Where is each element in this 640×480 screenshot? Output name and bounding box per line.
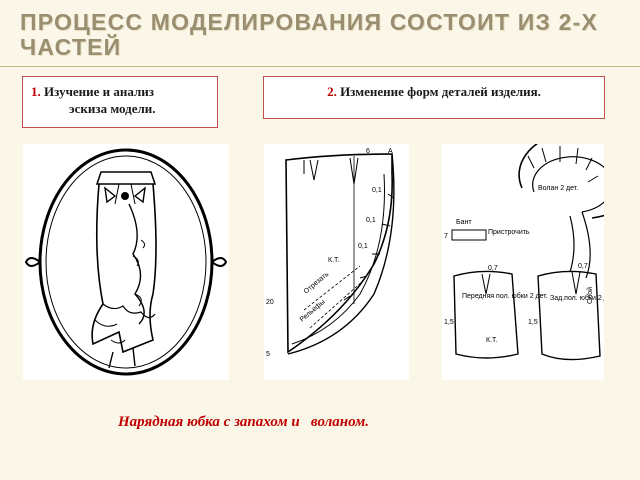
step-1-box: 1. Изучение и анализ эскиза модели. xyxy=(22,76,218,128)
skirt-sketch-image xyxy=(23,144,229,380)
slide-title: Процесс моделирования состоит из 2-х час… xyxy=(20,9,599,60)
label-flounce: Волан 2 дет. xyxy=(538,185,578,192)
label-zero-seven-1: 0,7 xyxy=(488,265,498,272)
flounce-pattern-image: Волан 2 дет. Бант Пристрочить 7 Передняя… xyxy=(442,144,604,380)
slide-caption: Нарядная юбка с запахом и воланом. xyxy=(118,414,370,430)
label-tenth-3: 0,1 xyxy=(358,243,368,250)
header-rule xyxy=(0,66,640,67)
skirt-sketch-drawing xyxy=(24,148,228,376)
label-attach: Пристрочить xyxy=(488,229,530,236)
label-front-half: Передняя пол. юбки 2 дет. xyxy=(462,292,548,300)
skirt-pattern-image: 6 А 20 5 Отрезать Рельефы К.Т. 0,1 0,1 0… xyxy=(264,144,409,380)
label-tenth-2: 0,1 xyxy=(366,217,376,224)
step-2-box: 2. Изменение форм деталей изделия. xyxy=(263,76,605,119)
step-2-text: Изменение форм деталей изделия. xyxy=(340,84,541,99)
label-zero-seven-2: 0,7 xyxy=(578,263,588,270)
skirt-pattern-drawing: 6 А 20 5 Отрезать Рельефы К.Т. 0,1 0,1 0… xyxy=(266,148,395,358)
label-back-half: Зад.пол. юбки 2 дет. xyxy=(550,294,604,302)
label-pocket: Слой xyxy=(586,287,594,304)
label-cut-off: Отрезать xyxy=(303,271,331,296)
label-b: 5 xyxy=(266,351,270,358)
label-twenty: 20 xyxy=(266,299,274,306)
step-1-line1: Изучение и анализ xyxy=(44,84,155,99)
label-kt: К.Т. xyxy=(328,257,340,264)
label-tenth-1: 0,1 xyxy=(372,187,382,194)
label-kt2: К.Т. xyxy=(486,337,498,344)
step-1-line2: эскиза модели. xyxy=(69,101,156,116)
step-1-number: 1. xyxy=(31,84,41,99)
label-one-five-1: 1,5 xyxy=(444,319,454,326)
label-seven: 7 xyxy=(444,233,448,240)
label-six: А xyxy=(388,148,393,155)
label-ribs: Рельефы xyxy=(299,299,327,324)
label-bow: Бант xyxy=(456,219,472,226)
flounce-pattern-drawing: Волан 2 дет. Бант Пристрочить 7 Передняя… xyxy=(444,144,604,361)
step-2-number: 2. xyxy=(327,84,337,99)
label-one-five-2: 1,5 xyxy=(528,319,538,326)
label-a: 6 xyxy=(366,148,370,155)
